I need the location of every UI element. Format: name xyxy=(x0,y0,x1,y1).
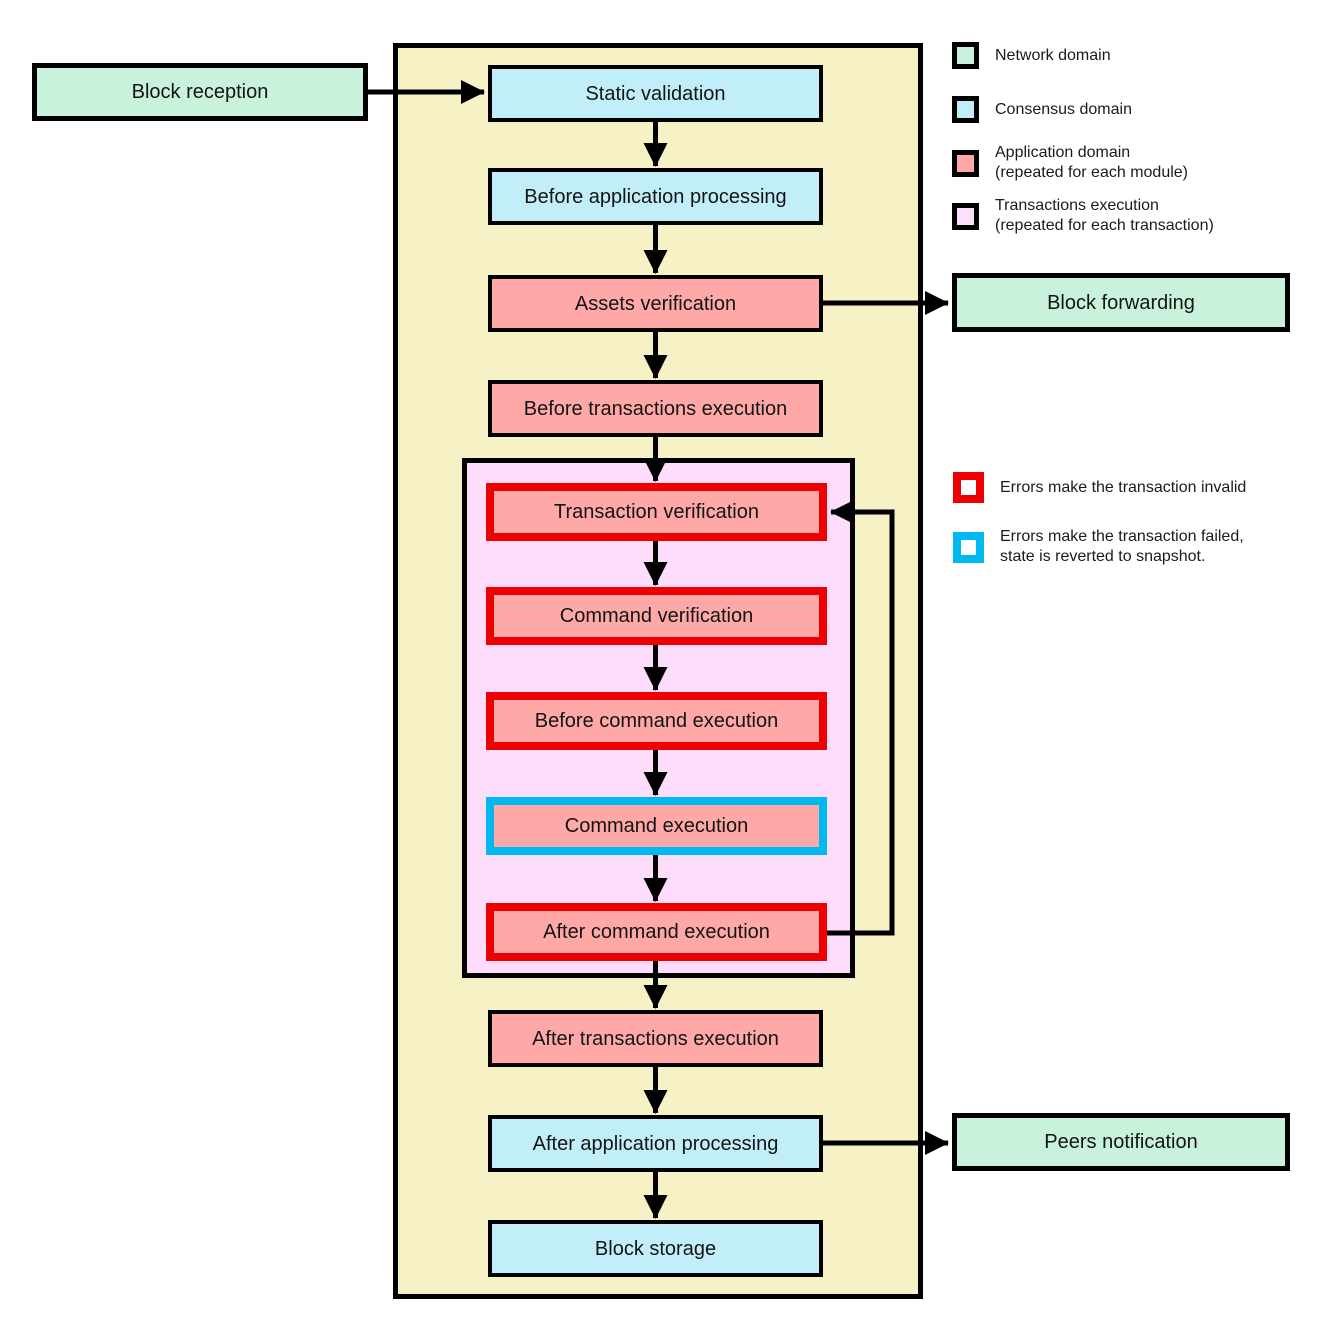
node-peers-notification: Peers notification xyxy=(952,1113,1290,1171)
node-static-validation: Static validation xyxy=(488,65,823,122)
node-after-transactions-execution: After transactions execution xyxy=(488,1010,823,1067)
errors-failed-swatch xyxy=(953,531,984,563)
legend-label-line2: (repeated for each transaction) xyxy=(995,217,1214,234)
legend-label: Application domain (repeated for each mo… xyxy=(995,143,1188,183)
legend-label-line2: (repeated for each module) xyxy=(995,164,1188,181)
transactions-execution-swatch xyxy=(952,202,979,230)
legend-label-line1: Transactions execution xyxy=(995,197,1159,214)
legend-item-transactions-execution: Transactions execution (repeated for eac… xyxy=(952,196,1214,236)
node-before-application-processing: Before application processing xyxy=(488,168,823,225)
node-before-command-execution: Before command execution xyxy=(486,692,827,750)
legend-item-consensus-domain: Consensus domain xyxy=(952,96,1132,123)
node-assets-verification: Assets verification xyxy=(488,275,823,332)
legend-label-line2: state is reverted to snapshot. xyxy=(1000,548,1206,565)
node-after-command-execution: After command execution xyxy=(486,903,827,961)
legend-label-line1: Errors make the transaction failed, xyxy=(1000,528,1244,545)
node-transaction-verification: Transaction verification xyxy=(486,483,827,541)
legend-item-application-domain: Application domain (repeated for each mo… xyxy=(952,143,1188,183)
node-before-transactions-execution: Before transactions execution xyxy=(488,380,823,437)
legend-label: Errors make the transaction invalid xyxy=(1000,478,1247,496)
legend-label: Consensus domain xyxy=(995,100,1132,118)
legend-item-errors-failed: Errors make the transaction failed, stat… xyxy=(953,527,1244,567)
legend-label: Errors make the transaction failed, stat… xyxy=(1000,527,1244,567)
legend-item-network-domain: Network domain xyxy=(952,42,1111,69)
node-command-verification: Command verification xyxy=(486,587,827,645)
node-block-reception: Block reception xyxy=(32,63,368,121)
node-after-application-processing: After application processing xyxy=(488,1115,823,1172)
application-domain-swatch xyxy=(952,149,979,177)
legend-label-line1: Application domain xyxy=(995,144,1131,161)
node-block-storage: Block storage xyxy=(488,1220,823,1277)
node-command-execution: Command execution xyxy=(486,797,827,855)
legend-label: Network domain xyxy=(995,46,1111,64)
legend-item-errors-invalid: Errors make the transaction invalid xyxy=(953,472,1246,503)
network-domain-swatch xyxy=(952,42,979,69)
consensus-domain-swatch xyxy=(952,96,979,123)
errors-invalid-swatch xyxy=(953,472,984,503)
node-block-forwarding: Block forwarding xyxy=(952,273,1290,332)
legend-label: Transactions execution (repeated for eac… xyxy=(995,196,1214,236)
